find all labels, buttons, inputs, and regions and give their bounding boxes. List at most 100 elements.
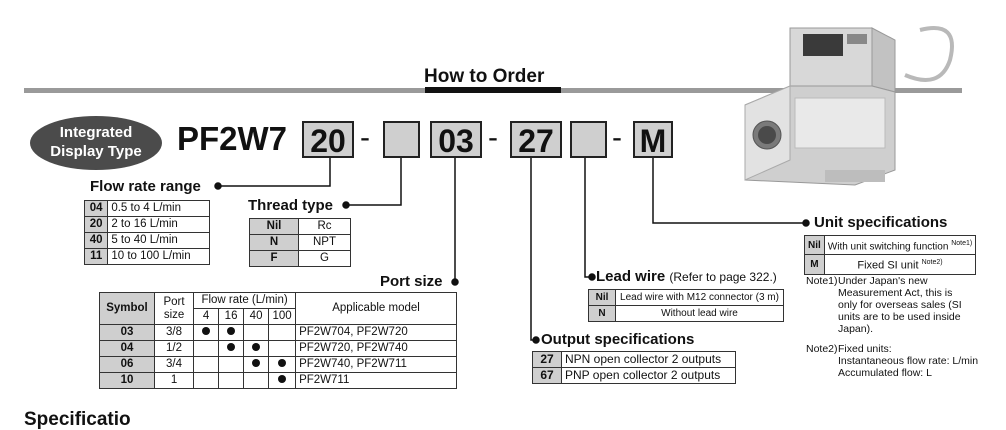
order-code-thread-box <box>383 121 420 158</box>
order-code-lead-box <box>570 121 607 158</box>
flow-range-cell <box>193 372 220 389</box>
thread-type-title: Thread type <box>248 197 334 214</box>
flow-range-cell <box>218 372 245 389</box>
output-desc: PNP open collector 2 outputs <box>561 367 736 384</box>
port-size-title: Port size <box>380 273 443 290</box>
lead-wire-title: Lead wire (Refer to page 322.) <box>596 268 777 285</box>
flow-desc: 5 to 40 L/min <box>107 232 210 249</box>
lead-wire-ref: (Refer to page 322.) <box>669 270 777 284</box>
thread-desc: G <box>298 250 351 267</box>
badge-line1: Integrated <box>59 124 133 141</box>
port-symbol: 10 <box>99 372 155 389</box>
output-code: 27 <box>532 351 562 368</box>
dot-marker-icon <box>252 343 261 351</box>
note1-line: Under Japan's new <box>838 275 928 287</box>
unit-note-ref: Note1) <box>951 240 973 247</box>
order-code-separator: - <box>360 121 370 154</box>
page-title: How to Order <box>424 66 545 87</box>
output-code: 67 <box>532 367 562 384</box>
flow-range-cell <box>218 356 245 373</box>
order-code-prefix: PF2W7 <box>177 120 288 157</box>
flow-code: 11 <box>83 248 109 265</box>
thread-desc: Rc <box>298 218 351 235</box>
next-section-heading: Specificatio <box>24 409 131 430</box>
dot-marker-icon <box>227 343 236 351</box>
flow-desc: 0.5 to 4 L/min <box>107 200 210 217</box>
flow-col-header: 100 <box>268 308 297 325</box>
port-header-line1: Port <box>163 295 185 308</box>
order-code-unit-box: M <box>633 121 673 159</box>
unit-desc: With unit switching function <box>827 241 949 253</box>
flow-range-cell <box>243 372 270 389</box>
dot-marker-icon <box>278 359 287 367</box>
thread-desc: NPT <box>298 234 351 251</box>
flow-range-cell <box>243 340 270 357</box>
port-size-value: 1 <box>153 372 195 389</box>
order-code-output-box: 27 <box>510 121 562 159</box>
note2-line: Accumulated flow: L <box>838 367 932 379</box>
port-symbol: 06 <box>99 356 155 373</box>
applicable-model: PF2W704, PF2W720 <box>295 324 457 341</box>
flow-range-cell <box>193 324 220 341</box>
unit-spec-title: Unit specifications <box>814 214 948 231</box>
output-desc: NPN open collector 2 outputs <box>561 351 736 368</box>
flow-range-cell <box>268 340 297 357</box>
note2-text: Instantaneous flow rate: L/min Accumulat… <box>838 355 978 379</box>
note1-text: Under Japan's new Measurement Act, this … <box>838 275 962 335</box>
order-code-separator: - <box>612 121 622 154</box>
lead-desc: Lead wire with M12 connector (3 m) <box>615 289 784 306</box>
flow-range-cell <box>243 356 270 373</box>
badge-line2: Display Type <box>50 143 142 160</box>
lead-desc: Without lead wire <box>615 305 784 322</box>
thread-code: F <box>249 250 299 267</box>
unit-code: M <box>804 254 825 275</box>
dot-marker-icon <box>252 359 261 367</box>
applicable-model: PF2W720, PF2W740 <box>295 340 457 357</box>
flow-col-header: 4 <box>193 308 220 325</box>
thread-code: Nil <box>249 218 299 235</box>
port-size-value: 3/8 <box>153 324 195 341</box>
flow-range-cell <box>193 356 220 373</box>
lead-code: Nil <box>588 289 616 306</box>
flow-range-cell <box>218 324 245 341</box>
unit-desc-cell: With unit switching function Note1) <box>823 234 977 256</box>
dot-marker-icon <box>278 375 287 383</box>
dot-marker-icon <box>202 327 211 335</box>
output-spec-title: Output specifications <box>541 331 695 348</box>
header-rule-accent <box>425 87 561 93</box>
port-symbol: 04 <box>99 340 155 357</box>
model-header: Applicable model <box>295 292 457 325</box>
note2-label: Note2) <box>806 343 838 355</box>
note1-label: Note1) <box>806 275 838 287</box>
flow-range-cell <box>268 356 297 373</box>
port-size-value: 1/2 <box>153 340 195 357</box>
note1-line: Measurement Act, this is <box>838 287 953 299</box>
note1-line: units are to be used inside <box>838 311 961 323</box>
note1-line: Japan). <box>838 323 874 335</box>
flow-code: 40 <box>83 232 109 249</box>
port-size-value: 3/4 <box>153 356 195 373</box>
unit-desc-cell: Fixed SI unit Note2) <box>823 254 977 275</box>
lead-code: N <box>588 305 616 322</box>
flow-rate-header: Flow rate (L/min) <box>193 292 297 309</box>
flow-desc: 2 to 16 L/min <box>107 216 210 233</box>
applicable-model: PF2W711 <box>295 372 457 389</box>
flow-col-header: 16 <box>218 308 245 325</box>
